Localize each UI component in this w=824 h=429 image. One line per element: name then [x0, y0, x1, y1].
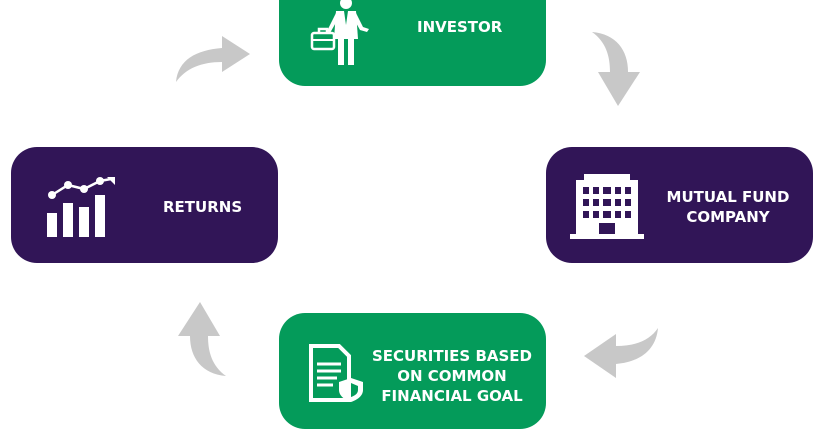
mutual-fund-company-card: MUTUAL FUND COMPANY [546, 147, 813, 263]
secure-document-icon [307, 344, 367, 409]
securities-card: SECURITIES BASED ON COMMON FINANCIAL GOA… [279, 313, 546, 429]
investor-card: INVESTOR [279, 0, 546, 86]
mutual-fund-label-line2: COMPANY [686, 208, 770, 226]
securities-label-line3: FINANCIAL GOAL [381, 387, 523, 405]
returns-card: RETURNS [11, 147, 278, 263]
mutual-fund-label-line1: MUTUAL FUND [666, 188, 790, 206]
businessman-icon [309, 0, 379, 72]
arrow-securities-to-returns [172, 300, 230, 385]
arrow-investor-to-mutual-fund [588, 28, 646, 113]
mutual-fund-company-label: MUTUAL FUND COMPANY [658, 187, 798, 227]
growth-chart-icon [45, 175, 117, 244]
office-building-icon [568, 172, 646, 247]
securities-label: SECURITIES BASED ON COMMON FINANCIAL GOA… [372, 346, 532, 406]
securities-label-line2: ON COMMON [397, 367, 507, 385]
arrow-returns-to-investor [172, 30, 254, 91]
returns-label: RETURNS [163, 198, 243, 216]
investor-label: INVESTOR [417, 18, 503, 36]
securities-label-line1: SECURITIES BASED [372, 347, 532, 365]
arrow-mutual-fund-to-securities [582, 326, 662, 387]
